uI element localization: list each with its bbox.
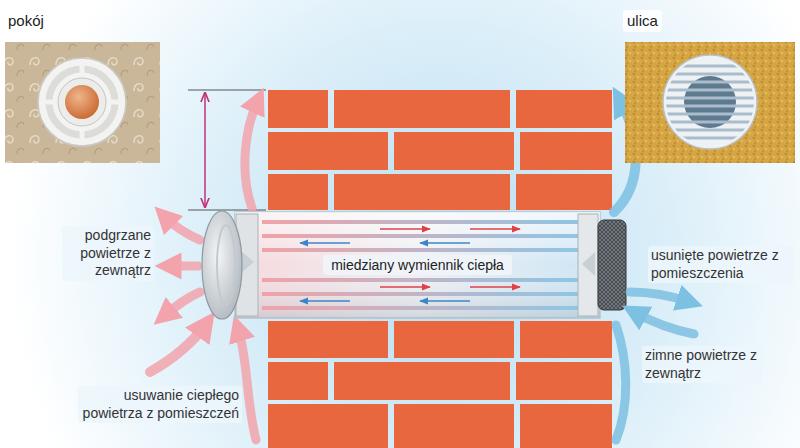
air-flow-cold [616, 325, 626, 440]
air-flow-warm [164, 216, 200, 240]
brick-wall [394, 132, 514, 170]
flow-label: usuwanie ciepłego powietrza z pomieszcze… [78, 386, 242, 423]
heat-exchanger-tube [262, 220, 585, 224]
room-vent-picture [5, 42, 160, 163]
air-flow-warm [245, 100, 258, 208]
brick-wall [268, 90, 328, 128]
heat-exchanger-tube [598, 220, 626, 310]
street-vent-picture [684, 76, 736, 128]
street-vent-picture [625, 42, 795, 163]
heat-exchanger-tube [470, 228, 520, 230]
room-vent-picture [58, 78, 106, 126]
heat-exchanger-tube [262, 278, 585, 282]
street-vent-picture [660, 97, 760, 100]
heat-exchanger-tube [262, 222, 585, 308]
street-vent-picture [660, 66, 760, 138]
room-inset: pokój [4, 10, 164, 165]
dimension-marker [188, 90, 266, 210]
brick-wall [516, 174, 612, 210]
brick-wall [268, 362, 328, 400]
heat-exchanger: miedziany wymiennik ciepła [235, 212, 600, 318]
dimension-marker [188, 90, 266, 91]
brick-wall [268, 132, 388, 170]
dimension-marker [204, 93, 206, 207]
heat-exchanger-tube [420, 300, 470, 302]
brick-wall [394, 404, 514, 448]
room-vent-picture [5, 42, 160, 163]
street-vent-picture [660, 105, 760, 108]
street-vent-picture [660, 137, 760, 140]
brick-wall [516, 90, 612, 128]
room-vent-picture [80, 64, 85, 74]
heat-exchanger-tube [235, 212, 600, 318]
heat-exchanger-tube [300, 300, 350, 302]
room-vent-picture [80, 130, 85, 140]
heat-exchanger-tube [202, 211, 242, 319]
room-vent-picture [44, 100, 54, 105]
room-vent-picture [65, 85, 99, 119]
brick-wall [520, 132, 612, 170]
street-vent-picture [660, 121, 760, 124]
heat-exchanger-tube [262, 292, 585, 296]
heat-exchanger-tube [235, 212, 600, 318]
street-vent-picture [660, 81, 760, 84]
heat-exchanger-tube [262, 306, 585, 310]
street-vent-picture [660, 65, 760, 68]
street-vent-picture [663, 55, 757, 149]
brick-wall [516, 362, 612, 400]
brick-wall [394, 321, 514, 358]
inset-heading: ulica [623, 10, 662, 32]
street-vent-picture [660, 113, 760, 116]
air-flow-warm [168, 262, 198, 271]
street-inset: ulica [623, 10, 797, 165]
heat-exchanger-tube [300, 229, 520, 301]
heat-exchanger-tube [470, 286, 520, 288]
heat-exchanger-tube [262, 234, 585, 238]
brick-wall [334, 90, 510, 128]
air-flow-cold [634, 312, 694, 334]
heat-exchanger-tube [262, 248, 585, 252]
room-vent-picture [49, 69, 115, 135]
heat-exchanger-tube [217, 225, 235, 305]
brick-wall [268, 174, 328, 210]
heat-exchanger-tube [582, 252, 595, 276]
street-vent-picture [660, 89, 760, 92]
room-vent-picture [44, 64, 120, 140]
brick-wall [334, 174, 510, 210]
flow-label: podgrzane powietrze z zewnątrz [62, 226, 154, 281]
street-vent-picture [660, 73, 760, 76]
air-flow-warm [238, 328, 256, 440]
brick-wall [268, 321, 388, 358]
street-vent-picture [660, 129, 760, 132]
brick-wall [334, 362, 510, 400]
heat-exchanger-tube [578, 214, 598, 316]
brick-wall [268, 404, 388, 448]
brick-wall [520, 321, 612, 358]
room-vent-picture [110, 100, 120, 105]
heat-exchanger-tube [380, 286, 430, 288]
air-flow-cold [630, 292, 690, 302]
flow-label: usunięte powietrze z pomieszczenia [648, 246, 794, 283]
room-vent-picture [38, 58, 126, 146]
heat-exchanger-tube [300, 242, 350, 244]
air-flow-warm [150, 324, 206, 372]
heat-exchanger-tube [380, 228, 430, 230]
brick-wall [520, 404, 612, 448]
heat-exchanger-tube [202, 211, 626, 319]
inset-heading: pokój [4, 10, 48, 32]
air-flow-warm [164, 292, 200, 316]
heat-exchanger-tube [420, 242, 470, 244]
street-vent-picture [625, 42, 795, 163]
part-label: miedziany wymiennik ciepła [323, 255, 512, 276]
flow-label: zimne powietrze z zewnątrz [642, 346, 762, 383]
